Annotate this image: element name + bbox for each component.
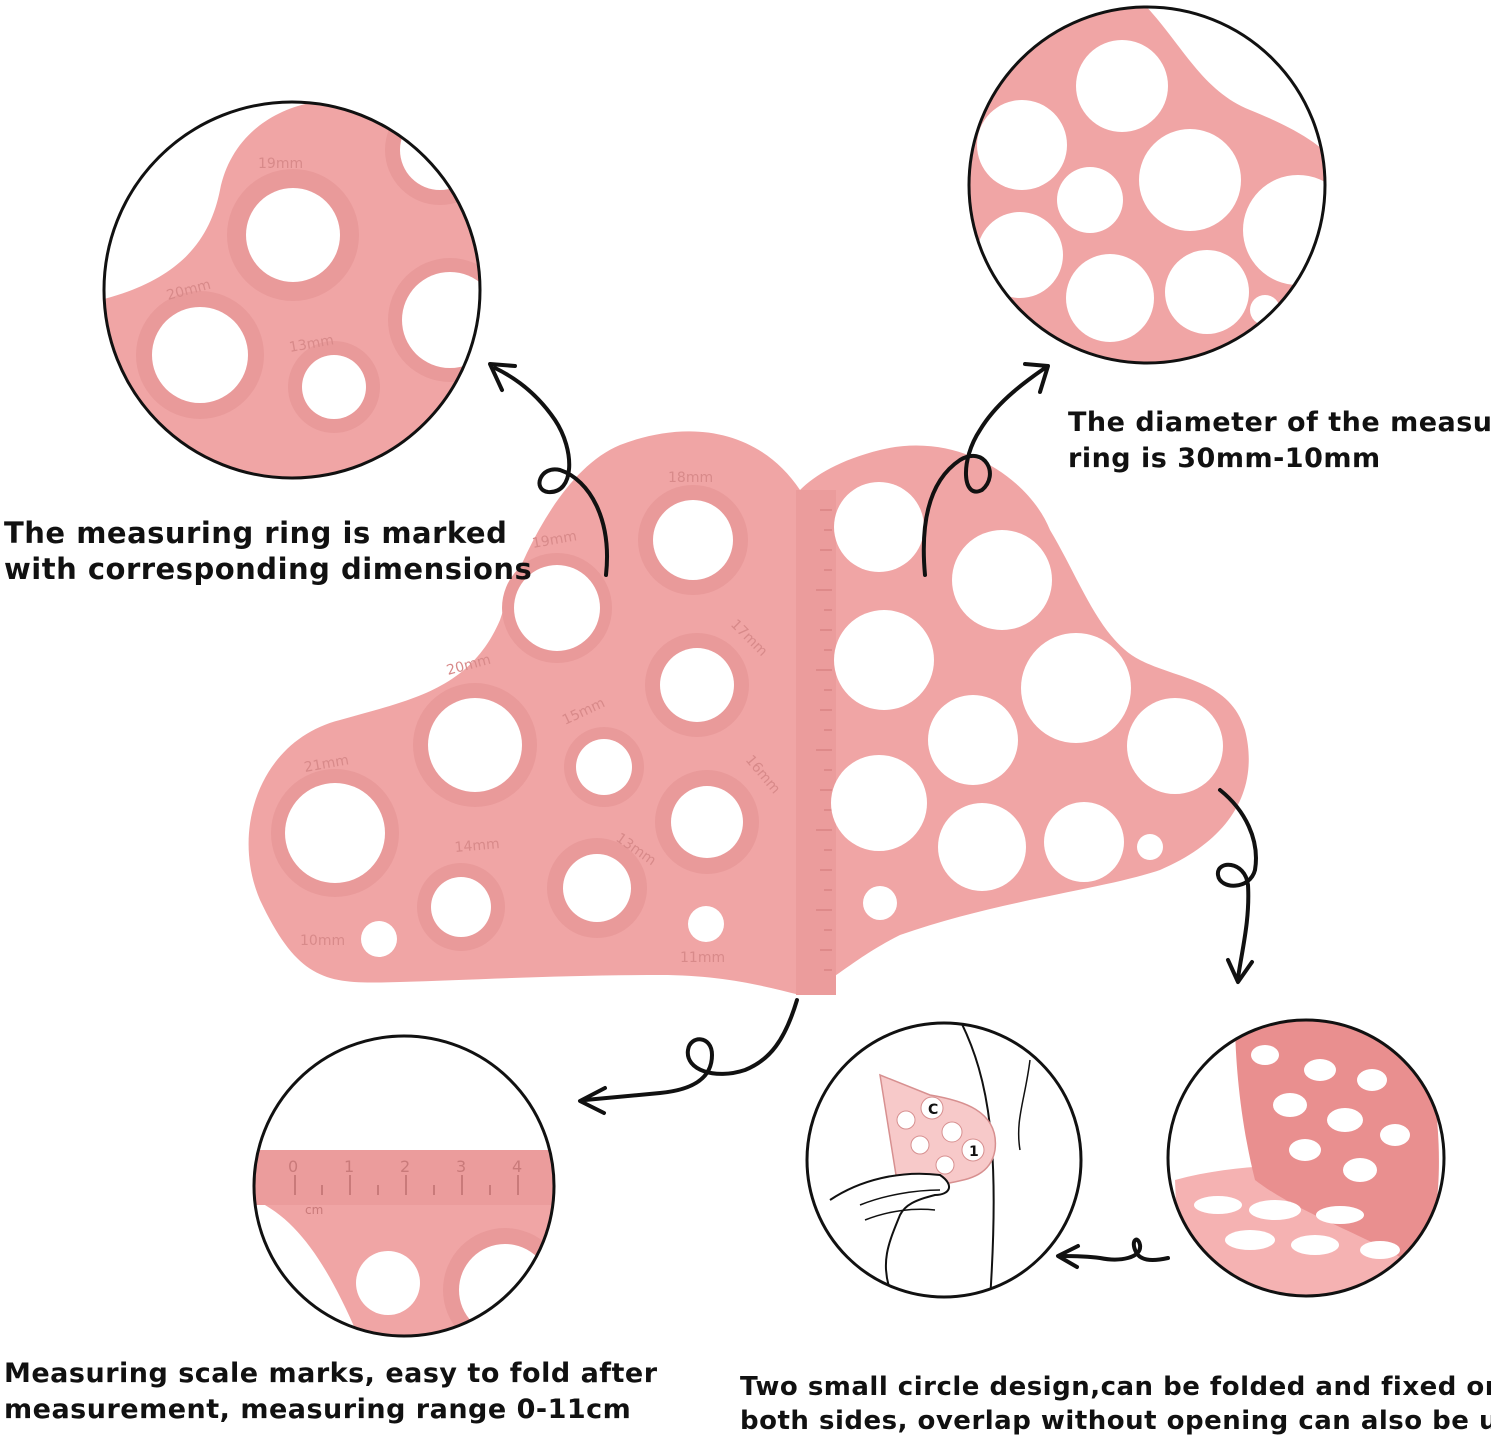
ruler-label-0: 0: [288, 1157, 298, 1176]
label-19mm: 19mm: [531, 528, 578, 552]
caption-bottom-left-line2: measurement, measuring range 0-11cm: [4, 1394, 632, 1425]
hole-17mm: [660, 648, 734, 722]
hole-14mm: [431, 877, 491, 937]
ruler-label-4: 4: [512, 1157, 522, 1176]
caption-top-left-line2: with corresponding dimensions: [4, 552, 533, 586]
zoom-circle-holes: [967, 5, 1327, 365]
ruler-tick-marks: [816, 509, 832, 971]
hole-15mm: [576, 739, 632, 795]
caption-bottom-right-line2: both sides, overlap without opening can …: [740, 1406, 1491, 1436]
label-11mm: 11mm: [680, 950, 725, 966]
caption-top-left: The measuring ring is marked with corres…: [4, 515, 532, 587]
arrow-to-top-right: [921, 362, 1050, 577]
label-14mm: 14mm: [454, 836, 500, 856]
hole-16mm: [671, 786, 743, 858]
label-21mm: 21mm: [303, 752, 350, 776]
zoom-label-13mm: 13mm: [288, 332, 335, 356]
caption-bottom-right: Two small circle design,can be folded an…: [740, 1370, 1491, 1438]
hand-sheet-letter-c: C: [928, 1102, 938, 1118]
label-10mm: 10mm: [300, 933, 345, 949]
hole-11mm: [688, 906, 724, 942]
hole-10mm: [361, 921, 397, 957]
caption-top-right-line1: The diameter of the measuring: [1068, 407, 1491, 438]
hand-sheet-letter-1: 1: [969, 1144, 979, 1160]
arrow-to-top-left: [488, 362, 609, 577]
hole-19mm: [514, 565, 600, 651]
ruler-label-2: 2: [400, 1157, 410, 1176]
curly-arrows: [488, 362, 1258, 1269]
ruler-unit: cm: [305, 1203, 323, 1217]
caption-bottom-right-line1: Two small circle design,can be folded an…: [740, 1372, 1491, 1402]
left-wing-holes: [285, 500, 743, 957]
hole-18mm: [653, 500, 733, 580]
hole-20mm: [428, 698, 522, 792]
caption-bottom-left-line1: Measuring scale marks, easy to fold afte…: [4, 1358, 658, 1389]
ruler-label-1: 1: [344, 1157, 354, 1176]
hole-13mm: [563, 854, 631, 922]
zoom-label-19mm: 19mm: [258, 156, 303, 172]
caption-top-right: The diameter of the measuring ring is 30…: [1068, 405, 1491, 477]
ruler-right-wing: [800, 445, 1249, 995]
right-wing-holes: [831, 482, 1223, 920]
arrow-between-bottom-circles: [1056, 1237, 1170, 1269]
zoom-circle-scale: 0 1 2 3 4 cm: [252, 1034, 556, 1338]
caption-top-right-line2: ring is 30mm-10mm: [1068, 443, 1381, 474]
zoom-circle-usage: C 1: [805, 1021, 1083, 1299]
arrow-to-right-bottom: [1216, 788, 1258, 984]
caption-top-left-line1: The measuring ring is marked: [4, 516, 508, 550]
arrow-to-bottom-left: [578, 998, 799, 1115]
label-18mm: 18mm: [668, 470, 713, 486]
ruler-fold-strip: [796, 490, 836, 995]
ruler-label-3: 3: [456, 1157, 466, 1176]
caption-bottom-left: Measuring scale marks, easy to fold afte…: [4, 1356, 658, 1428]
zoom-circle-labels: 19mm 20mm 13mm: [102, 100, 482, 480]
nipple-ruler-main: 18mm 19mm 17mm 20mm 15mm 21mm 16mm 14mm …: [248, 431, 1249, 995]
hole-21mm: [285, 783, 385, 883]
zoom-circle-folded: [1166, 1018, 1446, 1298]
